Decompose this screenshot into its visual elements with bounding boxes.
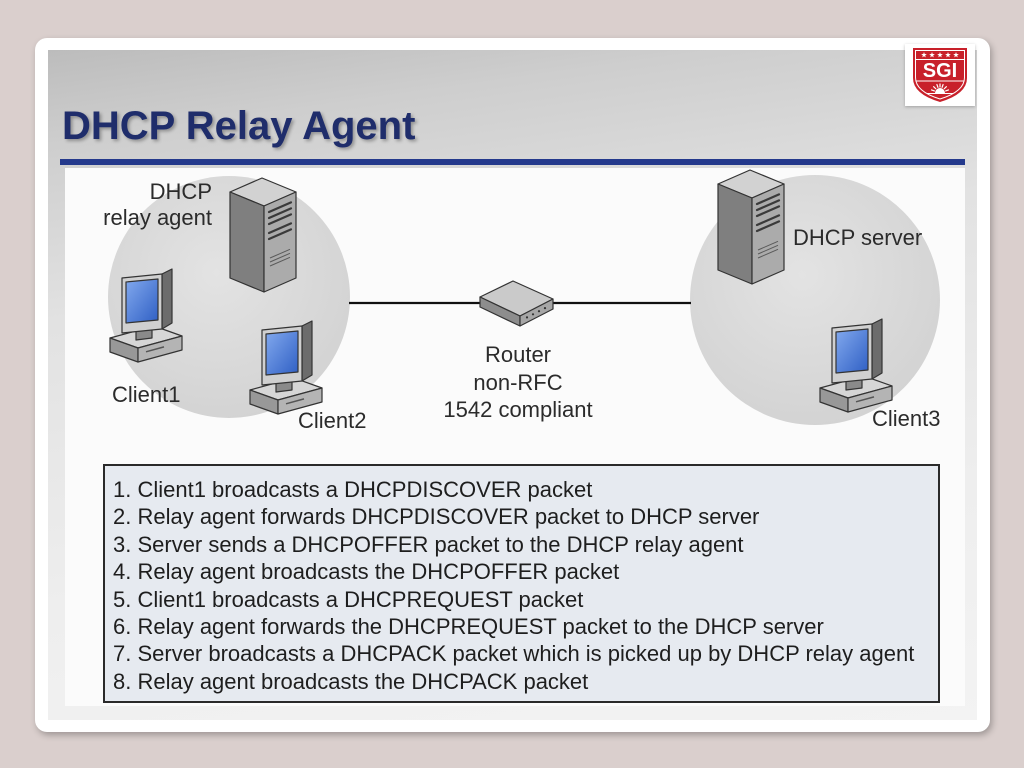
step-item: 8. Relay agent broadcasts the DHCPACK pa… bbox=[113, 668, 589, 694]
step-item: 4. Relay agent broadcasts the DHCPOFFER … bbox=[113, 559, 620, 585]
router-label-line3: 1542 compliant bbox=[443, 397, 592, 422]
client3-label: Client3 bbox=[872, 406, 940, 431]
step-item: 7. Server broadcasts a DHCPACK packet wh… bbox=[113, 641, 915, 667]
client1-computer-icon bbox=[109, 268, 183, 363]
drive-bays bbox=[755, 193, 781, 233]
router-label-line1: Router bbox=[485, 342, 551, 367]
step-item: 3. Server sends a DHCPOFFER packet to th… bbox=[113, 531, 744, 557]
sgi-shield-icon: SGI bbox=[913, 48, 967, 102]
steps-list: 1. Client1 broadcasts a DHCPDISCOVER pac… bbox=[103, 464, 940, 703]
drive-bays bbox=[267, 201, 293, 241]
router-icon bbox=[479, 280, 554, 327]
title-rule bbox=[60, 159, 965, 165]
monitor-screen bbox=[265, 330, 299, 376]
dhcp-server-icon bbox=[717, 169, 785, 285]
vent-grill bbox=[269, 248, 291, 267]
slide-title: DHCP Relay Agent bbox=[62, 104, 416, 148]
step-item: 6. Relay agent forwards the DHCPREQUEST … bbox=[113, 613, 824, 639]
sunburst-icon bbox=[927, 83, 953, 94]
client2-label: Client2 bbox=[298, 408, 366, 433]
step-item: 2. Relay agent forwards DHCPDISCOVER pac… bbox=[113, 504, 760, 530]
dhcp-server-label: DHCP server bbox=[793, 225, 922, 250]
monitor-screen bbox=[835, 328, 869, 374]
client3-computer-icon bbox=[819, 318, 893, 413]
shield-shape bbox=[913, 48, 967, 102]
router-port-lights bbox=[525, 307, 547, 319]
router-label-line2: non-RFC bbox=[473, 370, 562, 395]
client1-label: Client1 bbox=[112, 382, 180, 407]
relay-agent-label-line1: DHCP bbox=[150, 179, 212, 204]
client2-computer-icon bbox=[249, 320, 323, 415]
step-item: 1. Client1 broadcasts a DHCPDISCOVER pac… bbox=[113, 477, 593, 502]
relay-agent-server-icon bbox=[229, 177, 297, 293]
logo-text: SGI bbox=[923, 60, 957, 82]
step-item: 5. Client1 broadcasts a DHCPREQUEST pack… bbox=[113, 586, 584, 612]
vent-grill bbox=[757, 240, 779, 259]
relay-agent-label-line2: relay agent bbox=[103, 205, 212, 230]
sgi-logo: SGI bbox=[905, 44, 975, 106]
network-diagram-canvas: DHCP relay agent DHCP server Router non-… bbox=[103, 169, 940, 433]
monitor-screen bbox=[125, 278, 159, 324]
